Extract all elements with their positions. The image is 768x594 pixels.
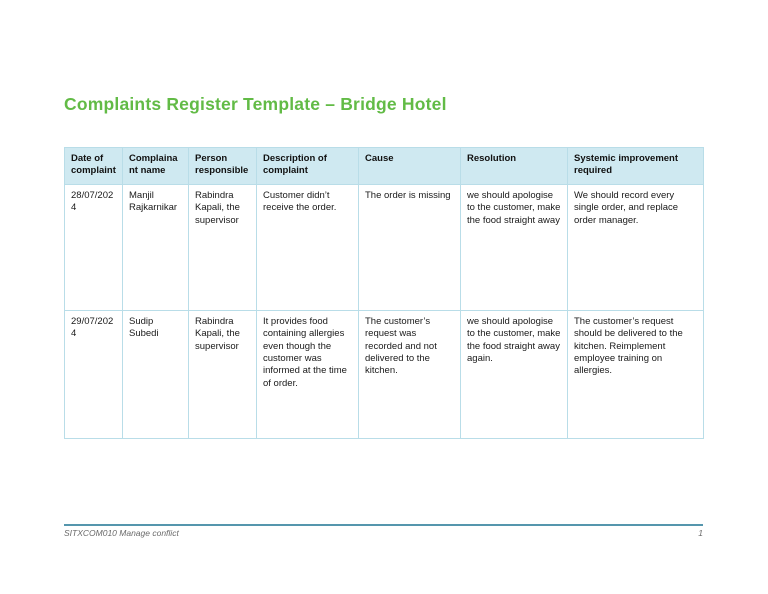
table-cell: We should record every single order, and… (567, 184, 704, 311)
column-header: Complainant name (122, 147, 189, 185)
table-cell: we should apologise to the customer, mak… (460, 310, 568, 439)
footer-page-number: 1 (698, 528, 703, 538)
table-cell: Sudip Subedi (122, 310, 189, 439)
table-cell: Manjil Rajkarnikar (122, 184, 189, 311)
table-cell: The customer’s request should be deliver… (567, 310, 704, 439)
table-cell: Rabindra Kapali, the supervisor (188, 184, 257, 311)
page-footer: SITXCOM010 Manage conflict 1 (64, 524, 703, 538)
footer-course-code: SITXCOM010 Manage conflict (64, 528, 179, 538)
column-header: Resolution (460, 147, 568, 185)
table-cell: It provides food containing allergies ev… (256, 310, 359, 439)
table-cell: we should apologise to the customer, mak… (460, 184, 568, 311)
column-header: Cause (358, 147, 461, 185)
column-header: Person responsible (188, 147, 257, 185)
column-header: Date of complaint (64, 147, 123, 185)
table-cell: 29/07/2024 (64, 310, 123, 439)
table-cell: Customer didn’t receive the order. (256, 184, 359, 311)
table-cell: The customer’s request was recorded and … (358, 310, 461, 439)
column-header: Systemic improvement required (567, 147, 704, 185)
table-cell: The order is missing (358, 184, 461, 311)
document-title: Complaints Register Template – Bridge Ho… (64, 94, 447, 114)
table-cell: 28/07/2024 (64, 184, 123, 311)
table-cell: Rabindra Kapali, the supervisor (188, 310, 257, 439)
column-header: Description of complaint (256, 147, 359, 185)
